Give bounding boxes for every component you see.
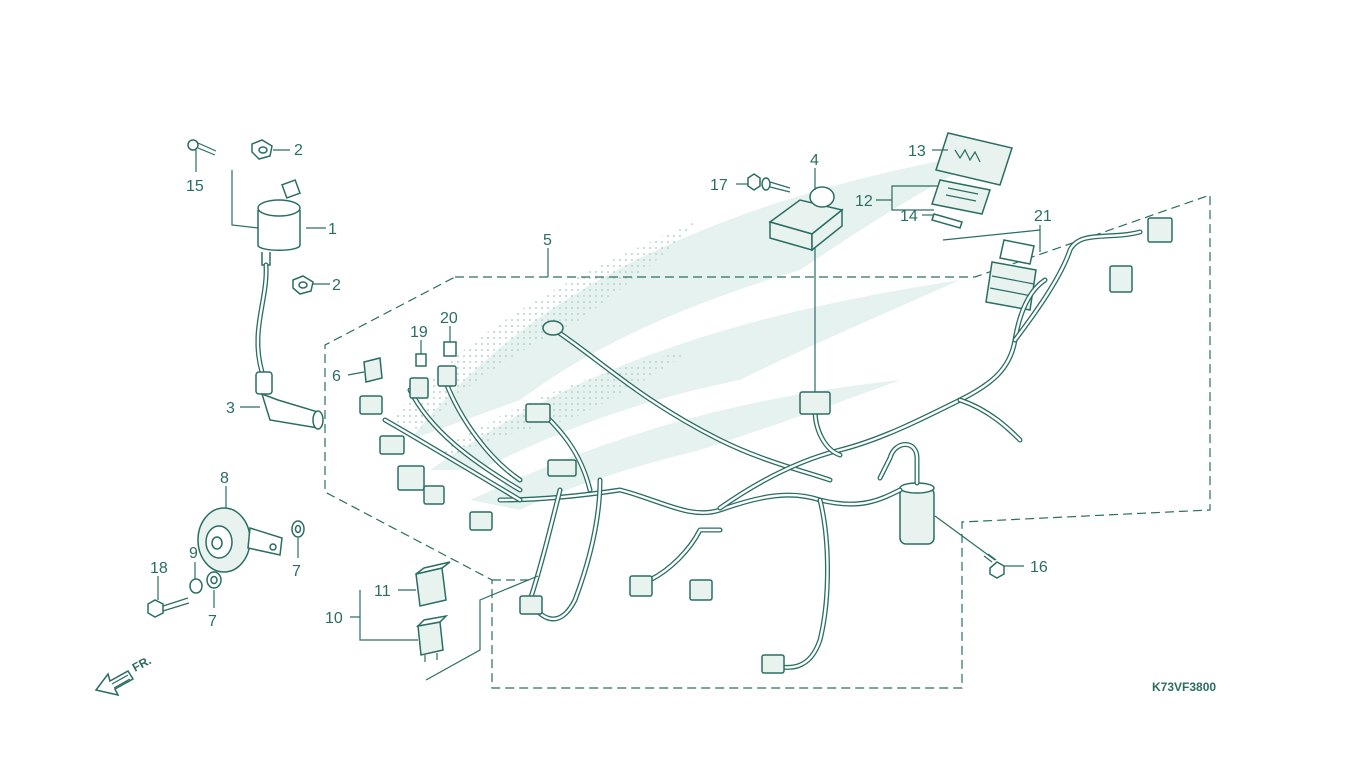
spark-plug-cap — [255, 371, 324, 430]
condenser-16 — [877, 442, 935, 545]
fuse-box-21 — [985, 239, 1037, 311]
connector-6 — [363, 357, 383, 383]
harness-boundary — [324, 194, 1211, 689]
cover-13 — [935, 132, 1013, 186]
callout-11: 11 — [374, 583, 391, 600]
nut-2-top — [251, 139, 273, 160]
callout-14: 14 — [900, 208, 918, 225]
ignition-coil — [255, 179, 301, 375]
control-unit-4 — [768, 186, 844, 252]
clip-14 — [931, 213, 963, 229]
callout-2-bottom: 2 — [332, 277, 341, 294]
callout-13: 13 — [908, 143, 926, 160]
callout-6: 6 — [332, 368, 341, 385]
callout-8: 8 — [220, 470, 229, 487]
bolt-16 — [983, 553, 1005, 579]
bolt-18-assembly — [147, 571, 222, 618]
front-direction-arrow: FR. — [94, 653, 154, 697]
connector-20 — [443, 341, 457, 357]
washer-7-right — [291, 520, 305, 538]
front-label: FR. — [130, 653, 154, 674]
callout-15: 15 — [186, 178, 204, 195]
wire-harness — [359, 217, 1173, 674]
callout-3: 3 — [226, 400, 235, 417]
nut-2-bottom — [292, 275, 314, 295]
callout-20: 20 — [440, 310, 458, 327]
relay-11 — [415, 561, 451, 607]
callout-7-bottom: 7 — [208, 613, 217, 630]
callout-1: 1 — [328, 221, 337, 238]
callout-4: 4 — [810, 152, 819, 169]
callout-2-top: 2 — [294, 142, 303, 159]
bolt-17 — [747, 173, 791, 193]
relay-10 — [415, 614, 449, 662]
regulator-12 — [931, 179, 991, 215]
callout-labels: 1 2 2 3 15 4 17 5 6 19 20 8 9 7 7 18 11 … — [150, 142, 1052, 630]
callout-10: 10 — [325, 610, 343, 627]
horn — [197, 507, 283, 573]
callout-18: 18 — [150, 560, 168, 577]
connector-19 — [415, 353, 427, 367]
callout-16: 16 — [1030, 559, 1048, 576]
bolt-15 — [187, 139, 217, 156]
leader-lines — [157, 149, 1041, 681]
callout-19: 19 — [410, 324, 428, 341]
callout-5: 5 — [543, 232, 552, 249]
diagram-code: K73VF3800 — [1152, 680, 1216, 694]
callout-9: 9 — [189, 545, 198, 562]
wing-logo-watermark — [390, 150, 1000, 510]
callout-21: 21 — [1034, 208, 1052, 225]
callout-17: 17 — [710, 177, 728, 194]
callout-7-right: 7 — [292, 563, 301, 580]
callout-12: 12 — [855, 193, 873, 210]
